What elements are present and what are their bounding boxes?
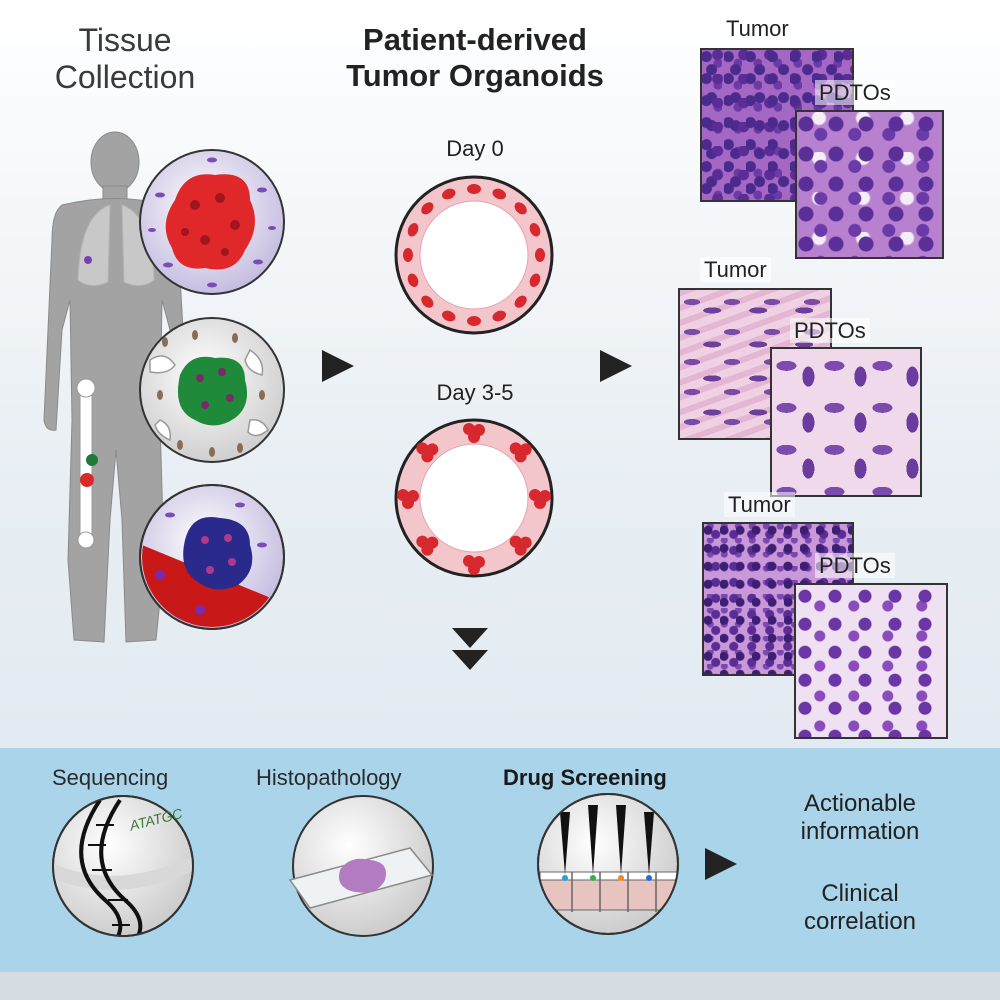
- pdto-label-2: PDTOs: [790, 318, 870, 344]
- double-down-arrow-icon: [452, 628, 488, 670]
- green-tumor-bubble-icon: [139, 317, 285, 463]
- pdto-histology-image-3: [794, 583, 948, 739]
- sequencing-bubble-icon: [52, 795, 194, 937]
- pdto-label-1: PDTOs: [815, 80, 895, 106]
- organoid-cell-icon: [468, 563, 480, 575]
- histopathology-slide-bubble-icon: [288, 795, 434, 937]
- arrow-to-organoids-icon: [322, 350, 354, 382]
- pdto-label-3: PDTOs: [815, 553, 895, 579]
- leg-tumor-marker-icon: [80, 473, 94, 487]
- arrow-to-outcomes-icon: [705, 848, 737, 880]
- day0-label: Day 0: [446, 136, 504, 161]
- organoid-cell-icon: [467, 316, 481, 326]
- tumor-label-3: Tumor: [724, 492, 795, 518]
- pdto-histology-image-2: [770, 347, 922, 497]
- organoid-cell-icon: [514, 543, 527, 556]
- organoid-cell-icon: [441, 310, 456, 322]
- histopathology-label: Histopathology: [256, 765, 402, 790]
- arrow-to-histology-icon: [600, 350, 632, 382]
- day3-5-label: Day 3-5: [436, 380, 514, 405]
- organoid-cell-icon: [514, 450, 527, 463]
- footer-strip: [0, 972, 1000, 1000]
- organoid-cell-icon: [421, 543, 434, 556]
- organoid-cell-icon: [467, 184, 481, 194]
- organoid-cell-icon: [421, 450, 434, 463]
- tumor-label-2: Tumor: [700, 257, 771, 283]
- organoid-day3-5-icon: [394, 418, 554, 578]
- lung-tumor-marker-icon: [84, 256, 92, 264]
- organoid-cell-icon: [492, 188, 507, 200]
- organoid-cell-icon: [421, 295, 434, 308]
- organoid-cell-icon: [468, 431, 480, 443]
- femur-bone-icon: [76, 378, 96, 549]
- drug-screening-label: Drug Screening: [503, 765, 667, 790]
- red-tumor-bubble-icon: [139, 149, 285, 295]
- organoid-cell-icon: [534, 497, 546, 509]
- organoid-cell-icon: [492, 310, 507, 322]
- organoid-day0-icon: [394, 175, 554, 335]
- organoid-cell-icon: [421, 202, 434, 215]
- organoid-cell-icon: [529, 273, 541, 288]
- sequencing-label: Sequencing: [52, 765, 169, 790]
- pdto-histology-image-1: [795, 110, 944, 259]
- clinical-correlation-label: Clinical correlation: [803, 880, 917, 935]
- organoid-cell-icon: [407, 273, 419, 288]
- tissue-collection-title: Tissue Collection: [54, 22, 196, 95]
- organoid-cell-icon: [514, 295, 527, 308]
- bone-tumor-marker-icon: [86, 454, 98, 466]
- organoids-title: Patient-derived Tumor Organoids: [346, 22, 604, 93]
- organoid-cell-icon: [407, 222, 419, 237]
- lungs-icon: [77, 204, 155, 286]
- organoid-cell-icon: [403, 248, 413, 262]
- organoid-cell-icon: [535, 248, 545, 262]
- organoid-cell-icon: [514, 202, 527, 215]
- drug-screening-bubble-icon: [537, 793, 679, 935]
- actionable-information-label: Actionable information: [800, 790, 920, 845]
- organoid-cell-icon: [402, 497, 414, 509]
- tumor-label-1: Tumor: [722, 16, 793, 42]
- organoid-cell-icon: [441, 188, 456, 200]
- organoid-cell-icon: [529, 222, 541, 237]
- blue-tumor-bubble-icon: [139, 484, 285, 630]
